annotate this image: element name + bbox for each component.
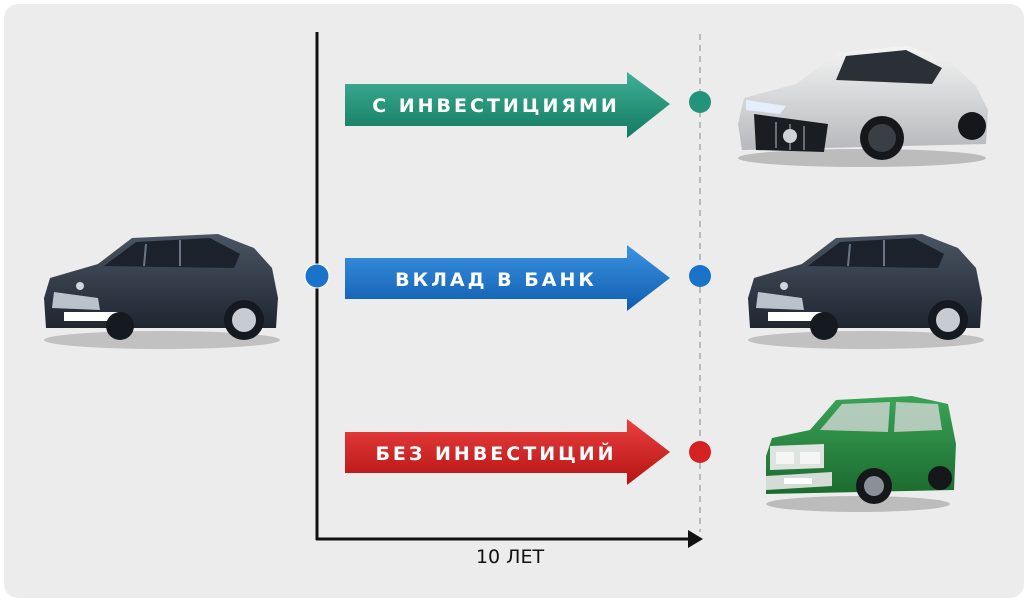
arrow-label-bank: ВКЛАД В БАНК bbox=[395, 269, 597, 291]
dark-sedan-icon bbox=[748, 234, 984, 349]
outcome-arrow-invest: С ИНВЕСТИЦИЯМИ bbox=[345, 72, 670, 138]
start-sedan-icon bbox=[44, 234, 280, 349]
end-point-dot-bank bbox=[689, 265, 711, 287]
end-point-dot-none bbox=[689, 441, 711, 463]
outcome-arrow-none: БЕЗ ИНВЕСТИЦИЙ bbox=[345, 419, 670, 485]
x-axis-arrowhead bbox=[688, 530, 703, 548]
end-point-dot-invest bbox=[689, 91, 711, 113]
start-point-dot bbox=[304, 263, 330, 289]
arrow-label-invest: С ИНВЕСТИЦИЯМИ bbox=[372, 95, 620, 117]
silver-sports-coupe-icon bbox=[738, 46, 988, 167]
arrow-label-none: БЕЗ ИНВЕСТИЦИЙ bbox=[375, 442, 616, 465]
outcome-arrow-bank: ВКЛАД В БАНК bbox=[345, 245, 670, 311]
green-hatchback-icon bbox=[766, 396, 956, 512]
x-axis-label: 10 ЛЕТ bbox=[475, 546, 545, 568]
